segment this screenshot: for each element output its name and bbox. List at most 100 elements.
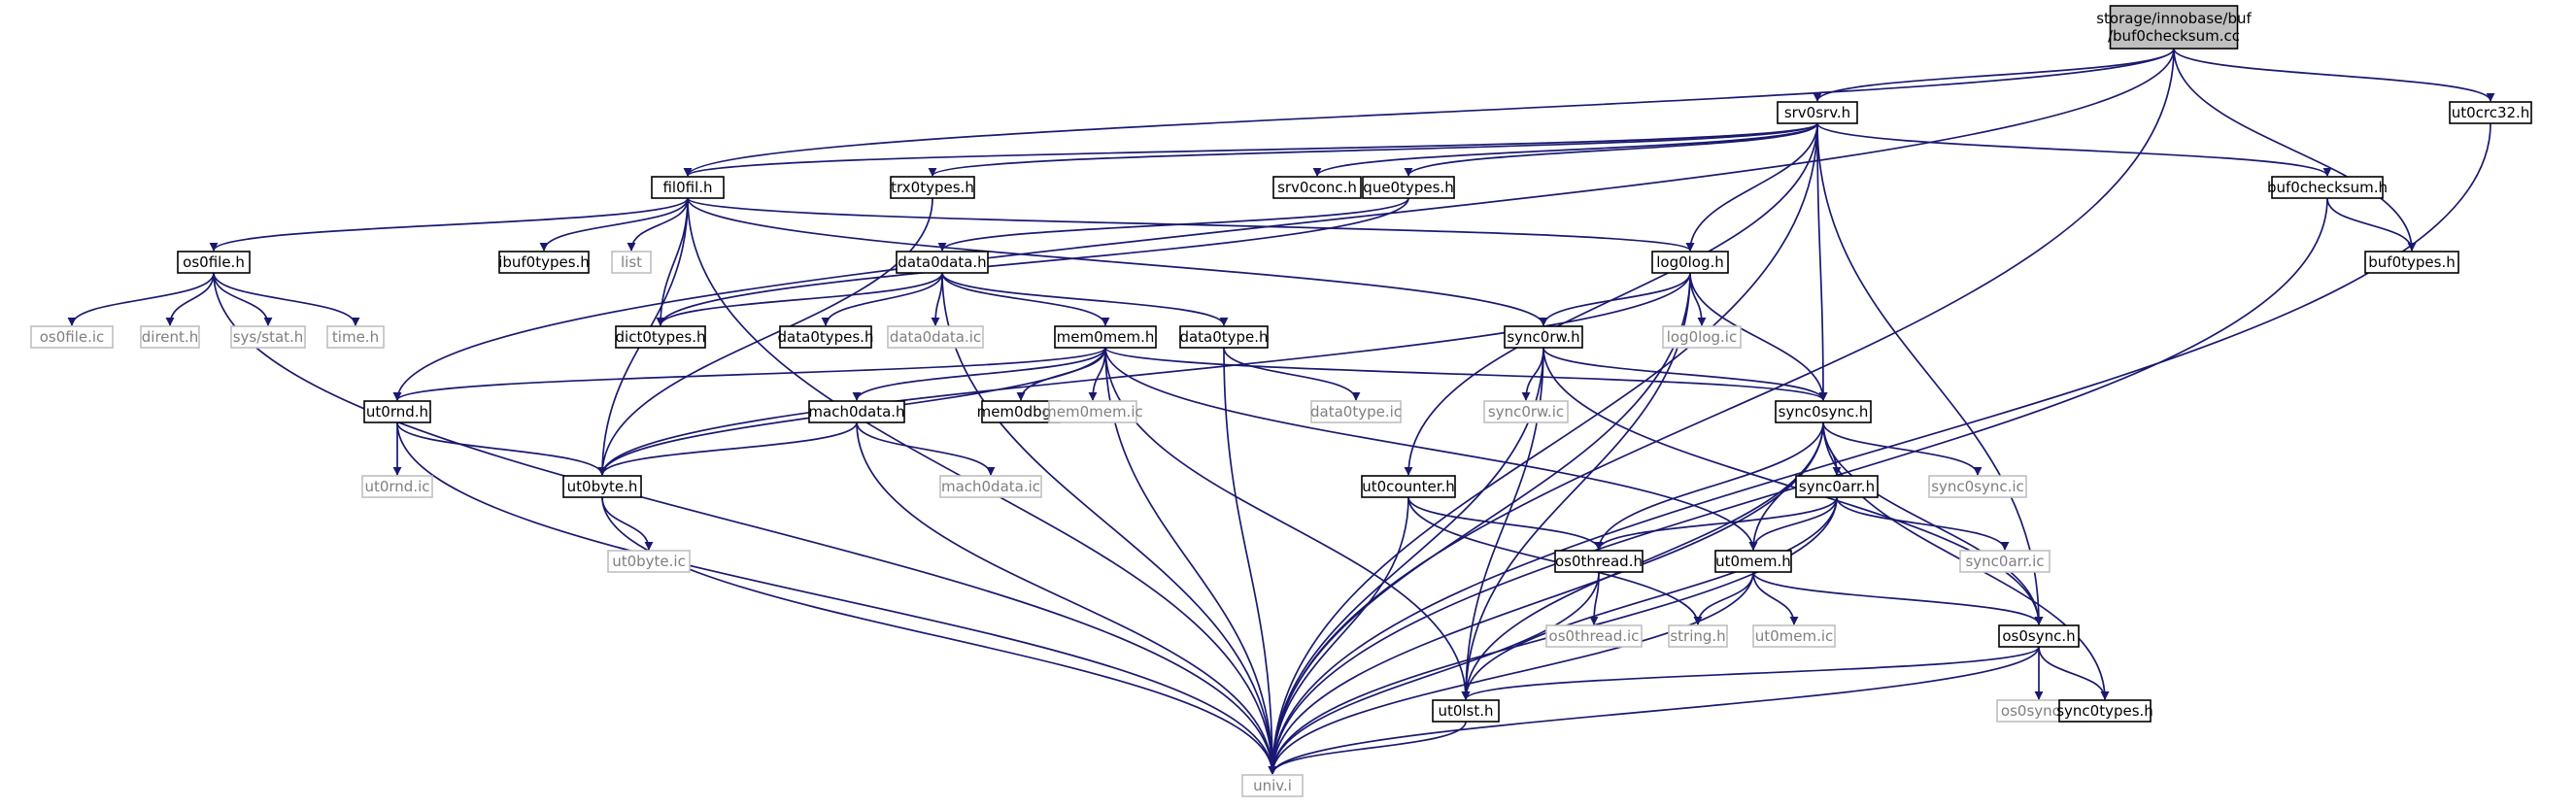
node-univ-label: univ.i: [1253, 777, 1292, 794]
edge-os0file-to-dirent: [165, 272, 215, 326]
node-mach0data_ic: mach0data.ic: [939, 475, 1042, 498]
node-mem0dbg[interactable]: mem0dbg.h: [977, 400, 1066, 423]
node-os0sync-label: os0sync.h: [2002, 627, 2075, 645]
node-mach0data_ic-box: [939, 475, 1042, 498]
node-ut0byte-label: ut0byte.h: [567, 478, 638, 495]
node-fil0fil[interactable]: fil0fil.h: [651, 176, 725, 199]
node-trx0types-label: trx0types.h: [891, 179, 974, 196]
node-trx0types[interactable]: trx0types.h: [890, 176, 975, 199]
node-ut0mem_ic: ut0mem.ic: [1752, 624, 1836, 648]
node-list: list: [611, 251, 652, 274]
edge-que0types-to-data0data: [937, 197, 1409, 252]
node-srv0conc[interactable]: srv0conc.h: [1272, 176, 1362, 199]
node-sync0types-box: [2058, 699, 2152, 723]
node-univ-box: [1241, 774, 1304, 797]
node-root-label: /buf0checksum.cc: [2108, 27, 2240, 45]
edge-sync0sync-to-sync0sync_ic: [1822, 421, 1983, 476]
node-string-label: string.h: [1670, 627, 1725, 645]
node-ut0rnd[interactable]: ut0rnd.h: [363, 400, 431, 423]
node-ut0byte_ic-box: [607, 550, 691, 573]
node-sync0sync[interactable]: sync0sync.h: [1775, 400, 1872, 423]
edge-srv0srv-to-univ: [1268, 122, 1818, 775]
node-log0log_ic-label: log0log.ic: [1667, 328, 1737, 346]
node-ut0mem[interactable]: ut0mem.h: [1714, 550, 1792, 573]
node-mem0mem_ic-box: [1048, 400, 1137, 423]
node-buf0types[interactable]: buf0types.h: [2364, 251, 2459, 274]
node-sync0sync-box: [1775, 400, 1872, 423]
edge-ut0lst-to-univ: [1268, 721, 1467, 775]
node-sync0arr[interactable]: sync0arr.h: [1795, 475, 1879, 498]
node-ut0rnd_ic-label: ut0rnd.ic: [364, 478, 429, 495]
node-mem0dbg-label: mem0dbg.h: [977, 403, 1066, 421]
node-sysstat: sys/stat.h: [230, 325, 306, 349]
node-list-label: list: [621, 253, 642, 271]
edge-fil0fil-to-os0file: [209, 197, 689, 252]
node-ut0crc32-label: ut0crc32.h: [2452, 104, 2530, 121]
edge-srv0srv-to-log0log: [1685, 122, 1818, 252]
node-mem0mem[interactable]: mem0mem.h: [1054, 325, 1157, 349]
node-string: string.h: [1668, 624, 1728, 648]
node-ut0mem_ic-label: ut0mem.ic: [1755, 627, 1834, 645]
node-os0file[interactable]: os0file.h: [177, 251, 251, 274]
node-log0log_ic: log0log.ic: [1662, 325, 1742, 349]
edge-trx0types-to-ut0byte: [597, 197, 933, 476]
node-ut0crc32-box: [2449, 101, 2532, 124]
node-buf0checksum-label: buf0checksum.h: [2267, 179, 2388, 196]
node-os0file_ic: os0file.ic: [30, 325, 114, 349]
node-sync0arr_ic-label: sync0arr.ic: [1965, 553, 2044, 570]
node-sync0rw-label: sync0rw.h: [1507, 328, 1579, 346]
edge-ut0mem-to-string: [1693, 571, 1754, 625]
node-ut0rnd-label: ut0rnd.h: [366, 403, 428, 421]
node-os0thread-box: [1554, 550, 1644, 573]
node-que0types[interactable]: que0types.h: [1362, 176, 1455, 199]
node-ut0byte[interactable]: ut0byte.h: [562, 475, 642, 498]
dependency-edges: [67, 48, 2495, 775]
node-root[interactable]: storage/innobase/buf/buf0checksum.cc: [2096, 5, 2252, 50]
node-data0data[interactable]: data0data.h: [896, 251, 989, 274]
edge-fil0fil-to-list: [627, 197, 689, 252]
node-ut0crc32[interactable]: ut0crc32.h: [2449, 101, 2532, 124]
node-srv0srv[interactable]: srv0srv.h: [1777, 101, 1858, 124]
node-data0type[interactable]: data0type.h: [1179, 325, 1269, 349]
node-data0types[interactable]: data0types.h: [778, 325, 874, 349]
edge-root-to-ut0crc32: [2173, 48, 2495, 102]
node-os0sync[interactable]: os0sync.h: [1998, 624, 2080, 648]
node-fil0fil-label: fil0fil.h: [662, 179, 712, 196]
edge-ut0counter-to-string: [1407, 496, 1703, 625]
node-root-box: [2109, 5, 2239, 50]
node-dict0types[interactable]: dict0types.h: [615, 325, 706, 349]
node-log0log[interactable]: log0log.h: [1651, 251, 1729, 274]
node-sync0sync_ic: sync0sync.ic: [1928, 475, 2027, 498]
edge-sync0sync-to-ut0lst: [1461, 421, 1824, 700]
node-univ: univ.i: [1241, 774, 1304, 797]
node-sync0rw[interactable]: sync0rw.h: [1504, 325, 1583, 349]
edge-mem0mem-to-ut0mem: [1104, 347, 1758, 551]
node-os0thread_ic-label: os0thread.ic: [1549, 627, 1640, 645]
edge-log0log-to-univ: [1268, 272, 1691, 775]
node-que0types-box: [1362, 176, 1455, 199]
node-ut0counter[interactable]: ut0counter.h: [1361, 475, 1456, 498]
edge-ut0counter-to-univ: [1268, 496, 1409, 775]
node-que0types-label: que0types.h: [1363, 179, 1453, 196]
node-os0file-box: [177, 251, 251, 274]
node-log0log_ic-box: [1662, 325, 1742, 349]
edge-mach0data-to-univ: [856, 421, 1277, 775]
node-sync0types[interactable]: sync0types.h: [2056, 699, 2153, 723]
node-ibuf0types[interactable]: ibuf0types.h: [498, 251, 590, 274]
node-sync0arr-box: [1795, 475, 1879, 498]
edge-sync0sync-to-os0thread: [1594, 421, 1824, 551]
edge-ut0counter-to-os0thread: [1407, 496, 1604, 551]
node-root-label: storage/innobase/buf: [2096, 10, 2252, 27]
node-mach0data[interactable]: mach0data.h: [808, 400, 905, 423]
node-buf0checksum[interactable]: buf0checksum.h: [2267, 176, 2388, 199]
node-mach0data_ic-label: mach0data.ic: [941, 478, 1040, 495]
node-time-label: time.h: [332, 328, 379, 346]
node-ut0counter-box: [1361, 475, 1456, 498]
node-data0types-label: data0types.h: [778, 328, 874, 346]
edge-sync0arr-to-os0thread: [1594, 496, 1838, 551]
node-ut0lst[interactable]: ut0lst.h: [1432, 699, 1500, 723]
edge-sync0rw-to-os0sync: [1542, 347, 2044, 625]
node-dict0types-label: dict0types.h: [616, 328, 706, 346]
node-os0thread[interactable]: os0thread.h: [1554, 550, 1644, 573]
edge-data0type-to-data0type_ic: [1223, 347, 1361, 401]
